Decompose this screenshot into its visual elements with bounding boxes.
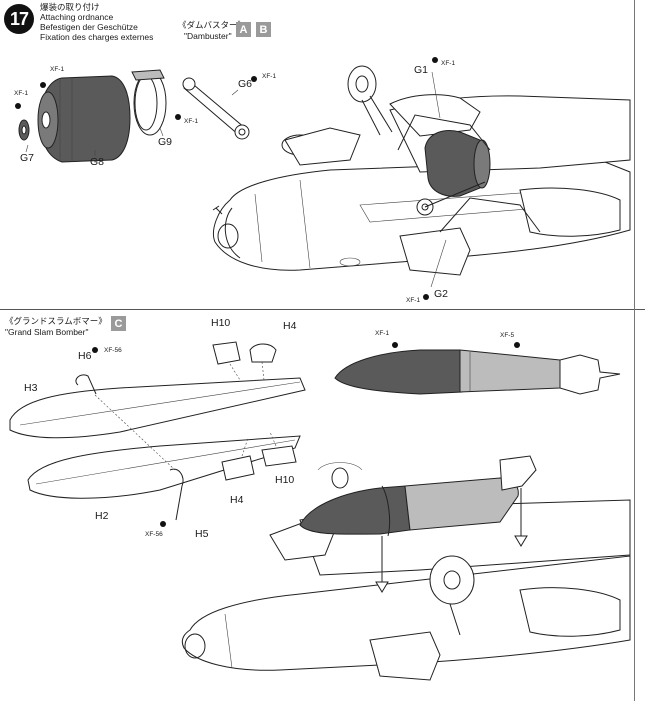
version-badge-c: C [111,316,126,331]
section-divider [0,309,645,310]
label-h2: H2 [95,510,109,522]
label-h4-top: H4 [283,320,297,332]
paint-xf1-g2: XF-1 [406,297,421,304]
lancaster-fuselage-dambuster [212,57,631,300]
title-english: Attaching ordnance [40,12,114,22]
title-french: Fixation des charges externes [40,32,154,42]
paint-xf1-g1: XF-1 [441,60,456,67]
step-number-badge: 17 [4,4,34,34]
exploded-bouncing-bomb [15,69,257,163]
label-g9: G9 [158,136,173,148]
paint-xf5-bomb: XF-5 [500,332,515,339]
variant-grand-slam-en: "Grand Slam Bomber" [5,327,89,337]
paint-xf56-h5: XF-56 [145,531,163,538]
part-h6-strap [75,374,97,395]
label-g7: G7 [20,152,35,164]
variant-grand-slam-jp: 《グランドスラムボマー》 [5,316,107,326]
bomb-nose-dark [334,349,463,395]
part-h4-top [249,343,277,363]
label-g1: G1 [414,64,429,76]
label-h10-top: H10 [211,317,231,329]
paint-xf1-g8: XF-1 [50,66,65,73]
title-german: Befestigen der Geschütze [40,22,138,32]
lancaster-fuselage-grand-slam [181,455,631,681]
part-h10-top [212,341,241,365]
label-h5: H5 [195,528,209,540]
part-g8-drum [39,75,131,163]
label-h6: H6 [78,350,92,362]
paint-xf1-bomb: XF-1 [375,330,390,337]
variant-dambuster-jp: 《ダムバスター》 [178,20,247,30]
exploded-bomb-bay-doors [9,341,306,527]
version-badge-b: B [256,22,271,37]
paint-xf1-g9: XF-1 [184,118,199,125]
page-edge-line [634,0,635,701]
variant-dambuster-en: "Dambuster" [184,31,232,41]
part-h2-door [27,435,301,499]
label-g6: G6 [238,78,253,90]
label-g8: G8 [90,156,105,168]
version-badge-a: A [236,22,251,37]
part-h4-bottom [221,455,255,481]
paint-xf1-g6: XF-1 [262,73,277,80]
part-g9-ring [133,70,167,136]
paint-xf56-h6: XF-56 [104,347,122,354]
label-h4-bottom: H4 [230,494,244,506]
label-h10-bottom: H10 [275,474,295,486]
part-h5-strap [169,468,184,521]
part-h3-door [9,377,306,439]
paint-xf1-g7: XF-1 [14,90,29,97]
part-h10-bottom [261,445,297,467]
title-japanese: 爆装の取り付け [40,2,100,12]
label-g2: G2 [434,288,449,300]
grand-slam-bomb-side-view [334,342,621,395]
label-h3: H3 [24,382,38,394]
